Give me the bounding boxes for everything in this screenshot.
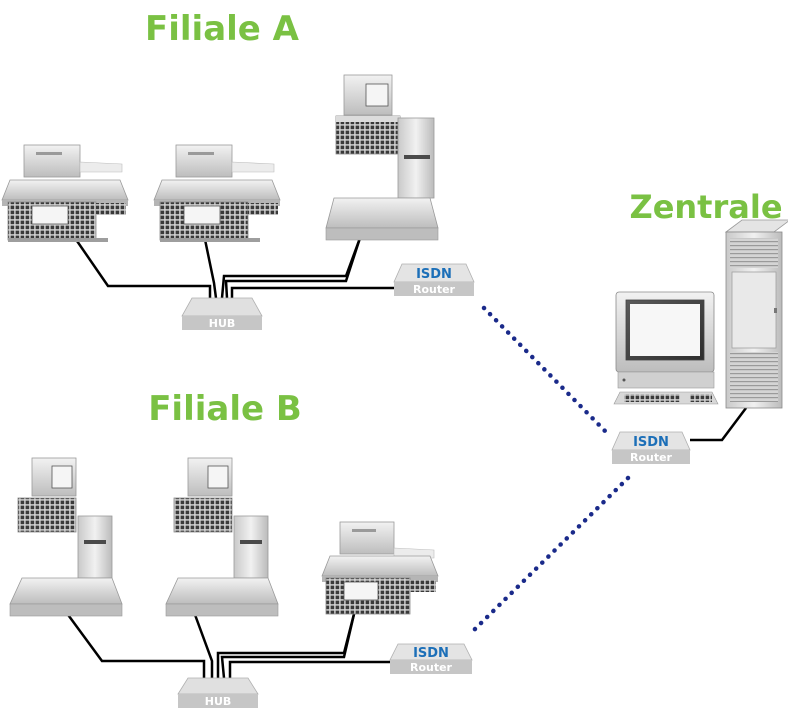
router-branch-a: ISDN Router	[393, 263, 475, 296]
hub-label-b: HUB	[205, 695, 232, 708]
router-a-line2: Router	[413, 283, 456, 296]
hanging-scale-b2	[165, 457, 279, 617]
hub-branch-b: HUB	[177, 677, 259, 708]
router-b-line2: Router	[410, 661, 453, 674]
counter-scale-b3	[321, 521, 439, 615]
counter-scale-a2	[153, 144, 281, 242]
cable-headquarters	[690, 407, 747, 442]
hanging-scale-b1	[9, 457, 123, 617]
monitor	[615, 291, 715, 389]
cables-branch-a	[64, 224, 396, 299]
hub-label-a: HUB	[209, 317, 236, 330]
keyboard	[613, 391, 719, 405]
router-a-line1: ISDN	[416, 267, 452, 282]
router-hq-line2: Router	[630, 451, 673, 464]
router-branch-b: ISDN Router	[389, 643, 473, 674]
heading-branch-b: Filiale B	[148, 389, 302, 429]
counter-scale-a1	[1, 144, 129, 242]
server-tower	[724, 219, 788, 409]
router-hq-line1: ISDN	[633, 435, 669, 450]
router-b-line1: ISDN	[413, 646, 449, 661]
router-headquarters: ISDN Router	[611, 431, 691, 464]
hub-branch-a: HUB	[181, 297, 263, 330]
heading-branch-a: Filiale A	[145, 9, 300, 49]
cables-branch-b	[64, 609, 392, 679]
hanging-scale-a3	[325, 74, 439, 241]
isdn-link-branch-b	[469, 475, 631, 635]
isdn-link-branch-a	[481, 305, 609, 435]
